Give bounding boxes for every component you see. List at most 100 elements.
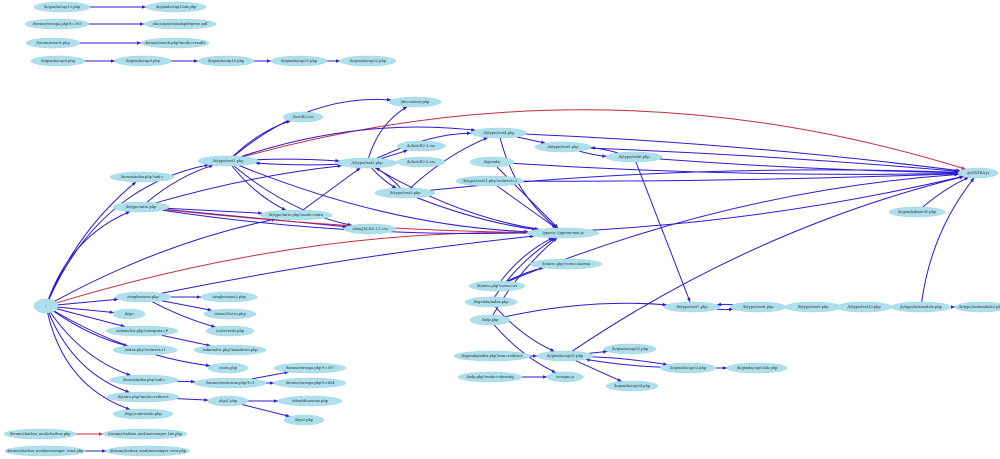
graph-node[interactable]: /codeverdo.php xyxy=(205,325,255,337)
graph-node[interactable]: /b/typo/test9.php xyxy=(784,301,842,313)
graph-node[interactable]: /forum/chatbox_mod/messenger_send.php xyxy=(4,445,86,457)
graph-node[interactable]: /b/genda/cap02.php xyxy=(603,343,657,355)
graph-node[interactable]: /b/go xyxy=(112,308,146,320)
graph-node[interactable]: /singlerooms.php xyxy=(114,291,172,303)
node-ellipse xyxy=(273,377,347,389)
graph-node[interactable]: /forum/verospa.php?t=494 xyxy=(273,377,347,389)
node-label: /b/typo/test7.php xyxy=(676,305,708,309)
node-ellipse xyxy=(207,362,249,374)
graph-node[interactable]: /b/typo/test10.php xyxy=(835,301,893,313)
graph-node[interactable]: /forum/chatbox_mod/messenger_view.php xyxy=(105,445,191,457)
graph-node[interactable]: /b/typo/intro.php?mode=intro xyxy=(259,209,333,221)
graph-node[interactable]: /ilgo1.php xyxy=(207,395,249,407)
edge-arrowhead xyxy=(211,324,216,328)
graph-node[interactable]: /b/typo/test5.php xyxy=(534,141,592,153)
graph-node[interactable]: /b/typo/lastmodule.php xyxy=(890,301,952,313)
graph-node[interactable]: /b/foot/B2-2.css xyxy=(396,156,446,168)
node-label: /documents/undsp0fmewe.pdf xyxy=(153,22,209,26)
graph-node[interactable]: /about/Notes.php xyxy=(203,308,257,320)
graph-node[interactable]: /admin/list.php?categoria=P xyxy=(105,325,179,337)
graph-node[interactable]: /forum/search.php xyxy=(25,37,81,49)
graph-node[interactable]: /index.php?redirect=1 xyxy=(112,344,178,356)
edge-arrowhead xyxy=(109,310,114,314)
graph-node[interactable]: /b/typo/test3.php xyxy=(374,187,436,199)
graph-node[interactable]: /forum/index.php?sub= xyxy=(109,171,175,183)
graph-node[interactable]: /b/genda/base01.php xyxy=(888,206,946,218)
graph-node[interactable]: /b/genda/cap12ok.php xyxy=(145,1,207,13)
graph-node[interactable]: /documents/undsp0fmewe.pdf xyxy=(143,18,217,30)
graph-node[interactable]: /b/typo/intro.php xyxy=(112,201,170,213)
graph-node[interactable]: /b/genda/cap03.php xyxy=(659,362,717,374)
graph-node[interactable]: /b/typo/test1.php xyxy=(197,155,259,167)
graph-node[interactable]: /b/intro.php?corso=ex xyxy=(468,280,526,292)
graph-edge xyxy=(241,126,476,157)
graph-node[interactable]: /b/typo/test7.php xyxy=(663,301,721,313)
graph-node[interactable]: /forum/chatbox_mod/chatbox.php xyxy=(3,428,77,440)
graph-node[interactable]: /b/typo/lastmodule2.php xyxy=(954,301,1000,313)
graph-node[interactable]: /b/genda/cap04.php xyxy=(605,380,659,392)
graph-edge xyxy=(54,218,276,302)
node-label: /b/typo/test1.php xyxy=(212,159,244,163)
graph-node[interactable]: /b/typo/test01.php?redirect=2 xyxy=(455,175,525,187)
graph-node[interactable]: /help.php xyxy=(469,314,511,326)
node-ellipse xyxy=(470,127,528,139)
graph-edge xyxy=(57,306,114,314)
graph-node[interactable]: /b/go/codeverdo.php xyxy=(112,408,174,420)
graph-node[interactable]: /ilgo2.php xyxy=(283,414,325,426)
graph-edge xyxy=(371,167,397,189)
graph-node[interactable]: /b/typo/test8.php xyxy=(729,301,787,313)
graph-node[interactable]: /forum/verospa.php?t=597 xyxy=(273,362,347,374)
graph-node[interactable]: /b/typo/test4.php xyxy=(470,127,528,139)
graph-node[interactable]: /forum/chatbox_mod/messenger_list.php xyxy=(102,428,188,440)
graph-node[interactable]: /scrigno.js xyxy=(546,371,584,383)
graph-node[interactable]: /b/typo/test2.php xyxy=(336,157,398,169)
graph-node[interactable]: /b/genda/cap01.php xyxy=(536,350,594,362)
graph-node[interactable]: /b/foot/B2-1.css xyxy=(396,140,446,152)
edge-arrowhead xyxy=(553,223,558,228)
edge-line xyxy=(162,175,964,234)
node-ellipse xyxy=(259,209,333,221)
edge-line xyxy=(177,398,209,401)
graph-node[interactable]: /jquery-2/jquery-min.js xyxy=(526,227,600,239)
graph-node[interactable]: /forum/search.php?mode=results xyxy=(140,37,210,49)
graph-node[interactable]: /b/intro.php?mode=redirect xyxy=(106,391,180,403)
graph-node[interactable]: /forum/verospa.php?t=393 xyxy=(24,18,90,30)
graph-node[interactable]: /b/genda/index.php?mm=redirect xyxy=(453,350,531,362)
graph-node[interactable]: /b/genda/cap21.php xyxy=(270,55,328,67)
edge-arrowhead xyxy=(125,406,131,410)
graph-node[interactable]: /blocontent.php xyxy=(388,96,442,108)
graph-node[interactable]: / xyxy=(33,298,59,314)
graph-node[interactable]: /stats.php xyxy=(207,362,249,374)
edge-arrowhead xyxy=(961,166,966,170)
graph-node[interactable]: /identificazione.php xyxy=(277,395,343,407)
node-label: /b/intro.php?corso=ex xyxy=(477,284,518,288)
edge-line xyxy=(523,173,959,182)
graph-node[interactable]: /help.php?mode=ekvastiq xyxy=(457,371,523,383)
graph-node[interactable]: /forum/index.php?sub= xyxy=(109,374,179,386)
graph-node[interactable]: /b/genda/cap03ok.php xyxy=(726,362,788,374)
graph-node[interactable]: /skin/JSLDS-1.1.css xyxy=(343,223,397,235)
graph-node[interactable]: /b/genda/cap10.php xyxy=(197,55,255,67)
node-label: /b/typo/test6.php xyxy=(618,155,650,159)
graph-node[interactable]: /b/intro.php?corso=karma xyxy=(529,258,603,270)
graph-node[interactable]: /singlerooms2.php xyxy=(200,291,258,303)
graph-node[interactable]: /b/genda/cap12.php xyxy=(33,1,91,13)
graph-node[interactable]: /b/genda/ xyxy=(469,156,515,168)
edge-arrowhead xyxy=(662,302,667,307)
graph-node[interactable]: /b/genda/cap22.php xyxy=(339,55,397,67)
graph-node[interactable]: /b/genda/cap8.php xyxy=(30,55,86,67)
node-label: /b/genda/cap01.php xyxy=(547,354,584,358)
graph-node[interactable]: /b/genda/cap9.php xyxy=(114,55,172,67)
node-label: /b/typo/test01.php?redirect=2 xyxy=(462,179,517,183)
graph-node[interactable]: /foot/B3.css xyxy=(282,111,324,123)
edge-line xyxy=(53,310,128,347)
graph-node[interactable]: /b/genda/index.php xyxy=(464,296,518,308)
graph-node[interactable]: /b/typo/test6.php xyxy=(605,151,663,163)
node-ellipse xyxy=(140,37,210,49)
graph-node[interactable]: /js/EXTRA.js xyxy=(957,167,999,179)
graph-node[interactable]: /forum/viewforum.php?f=1 xyxy=(193,377,267,389)
node-label: /b/genda/base01.php xyxy=(898,210,937,214)
node-ellipse xyxy=(283,414,325,426)
node-ellipse xyxy=(3,428,77,440)
graph-node[interactable]: /admin/list.php?manifesto.php xyxy=(193,344,267,356)
